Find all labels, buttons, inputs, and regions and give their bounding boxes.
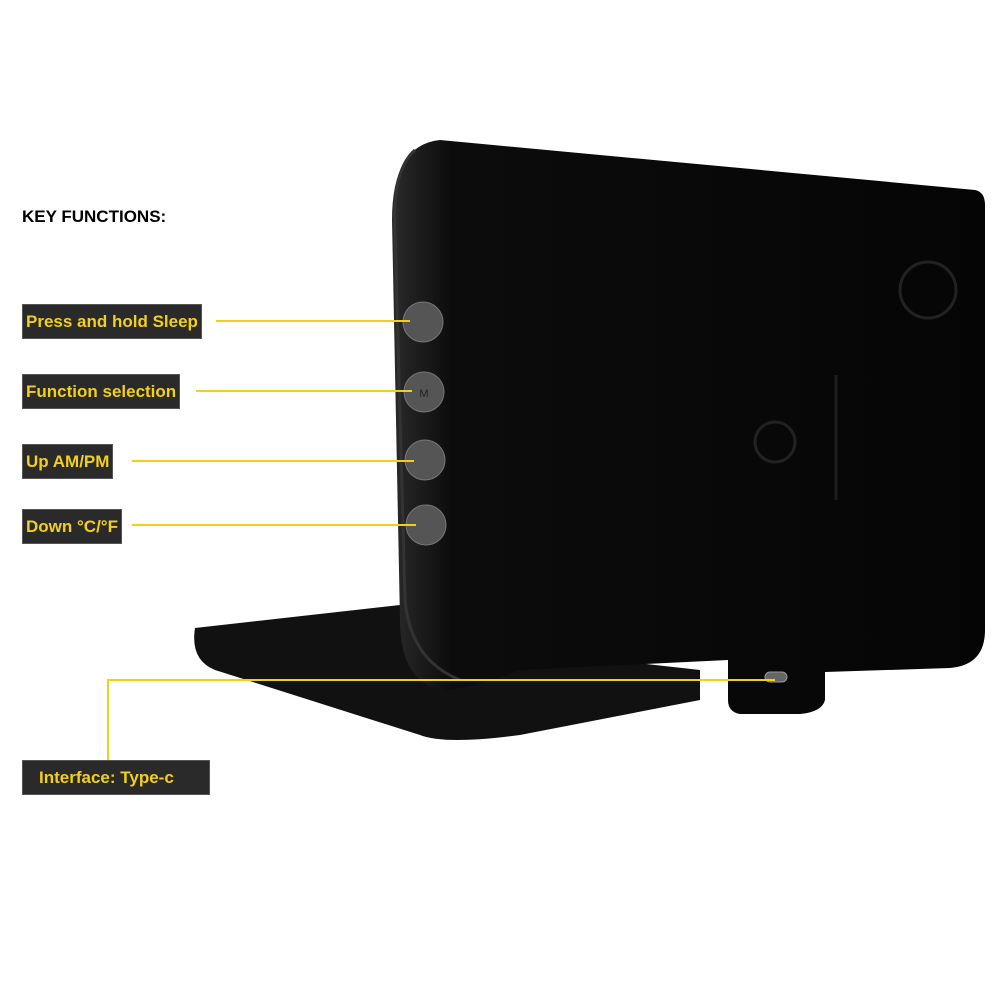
label-function-selection: Function selection (22, 374, 181, 409)
side-buttons: M (402, 301, 447, 546)
leader-line-down (132, 524, 416, 526)
label-down: Down °C/°F (22, 509, 122, 544)
rear-dial-icon (898, 260, 958, 320)
device-body (392, 140, 985, 714)
function-button-glyph: M (419, 388, 428, 400)
leader-line-interface-vertical (107, 679, 109, 760)
key-functions-title: KEY FUNCTIONS: (22, 207, 167, 226)
label-up: Up AM/PM (22, 444, 114, 479)
leader-line-up (132, 460, 414, 462)
label-sleep: Press and hold Sleep (22, 304, 202, 339)
label-interface: Interface: Type-c (22, 760, 210, 795)
leader-line-sleep (216, 320, 410, 322)
rear-sensor-icon (753, 420, 797, 464)
leader-line-interface (107, 679, 775, 681)
leader-line-function (196, 390, 412, 392)
